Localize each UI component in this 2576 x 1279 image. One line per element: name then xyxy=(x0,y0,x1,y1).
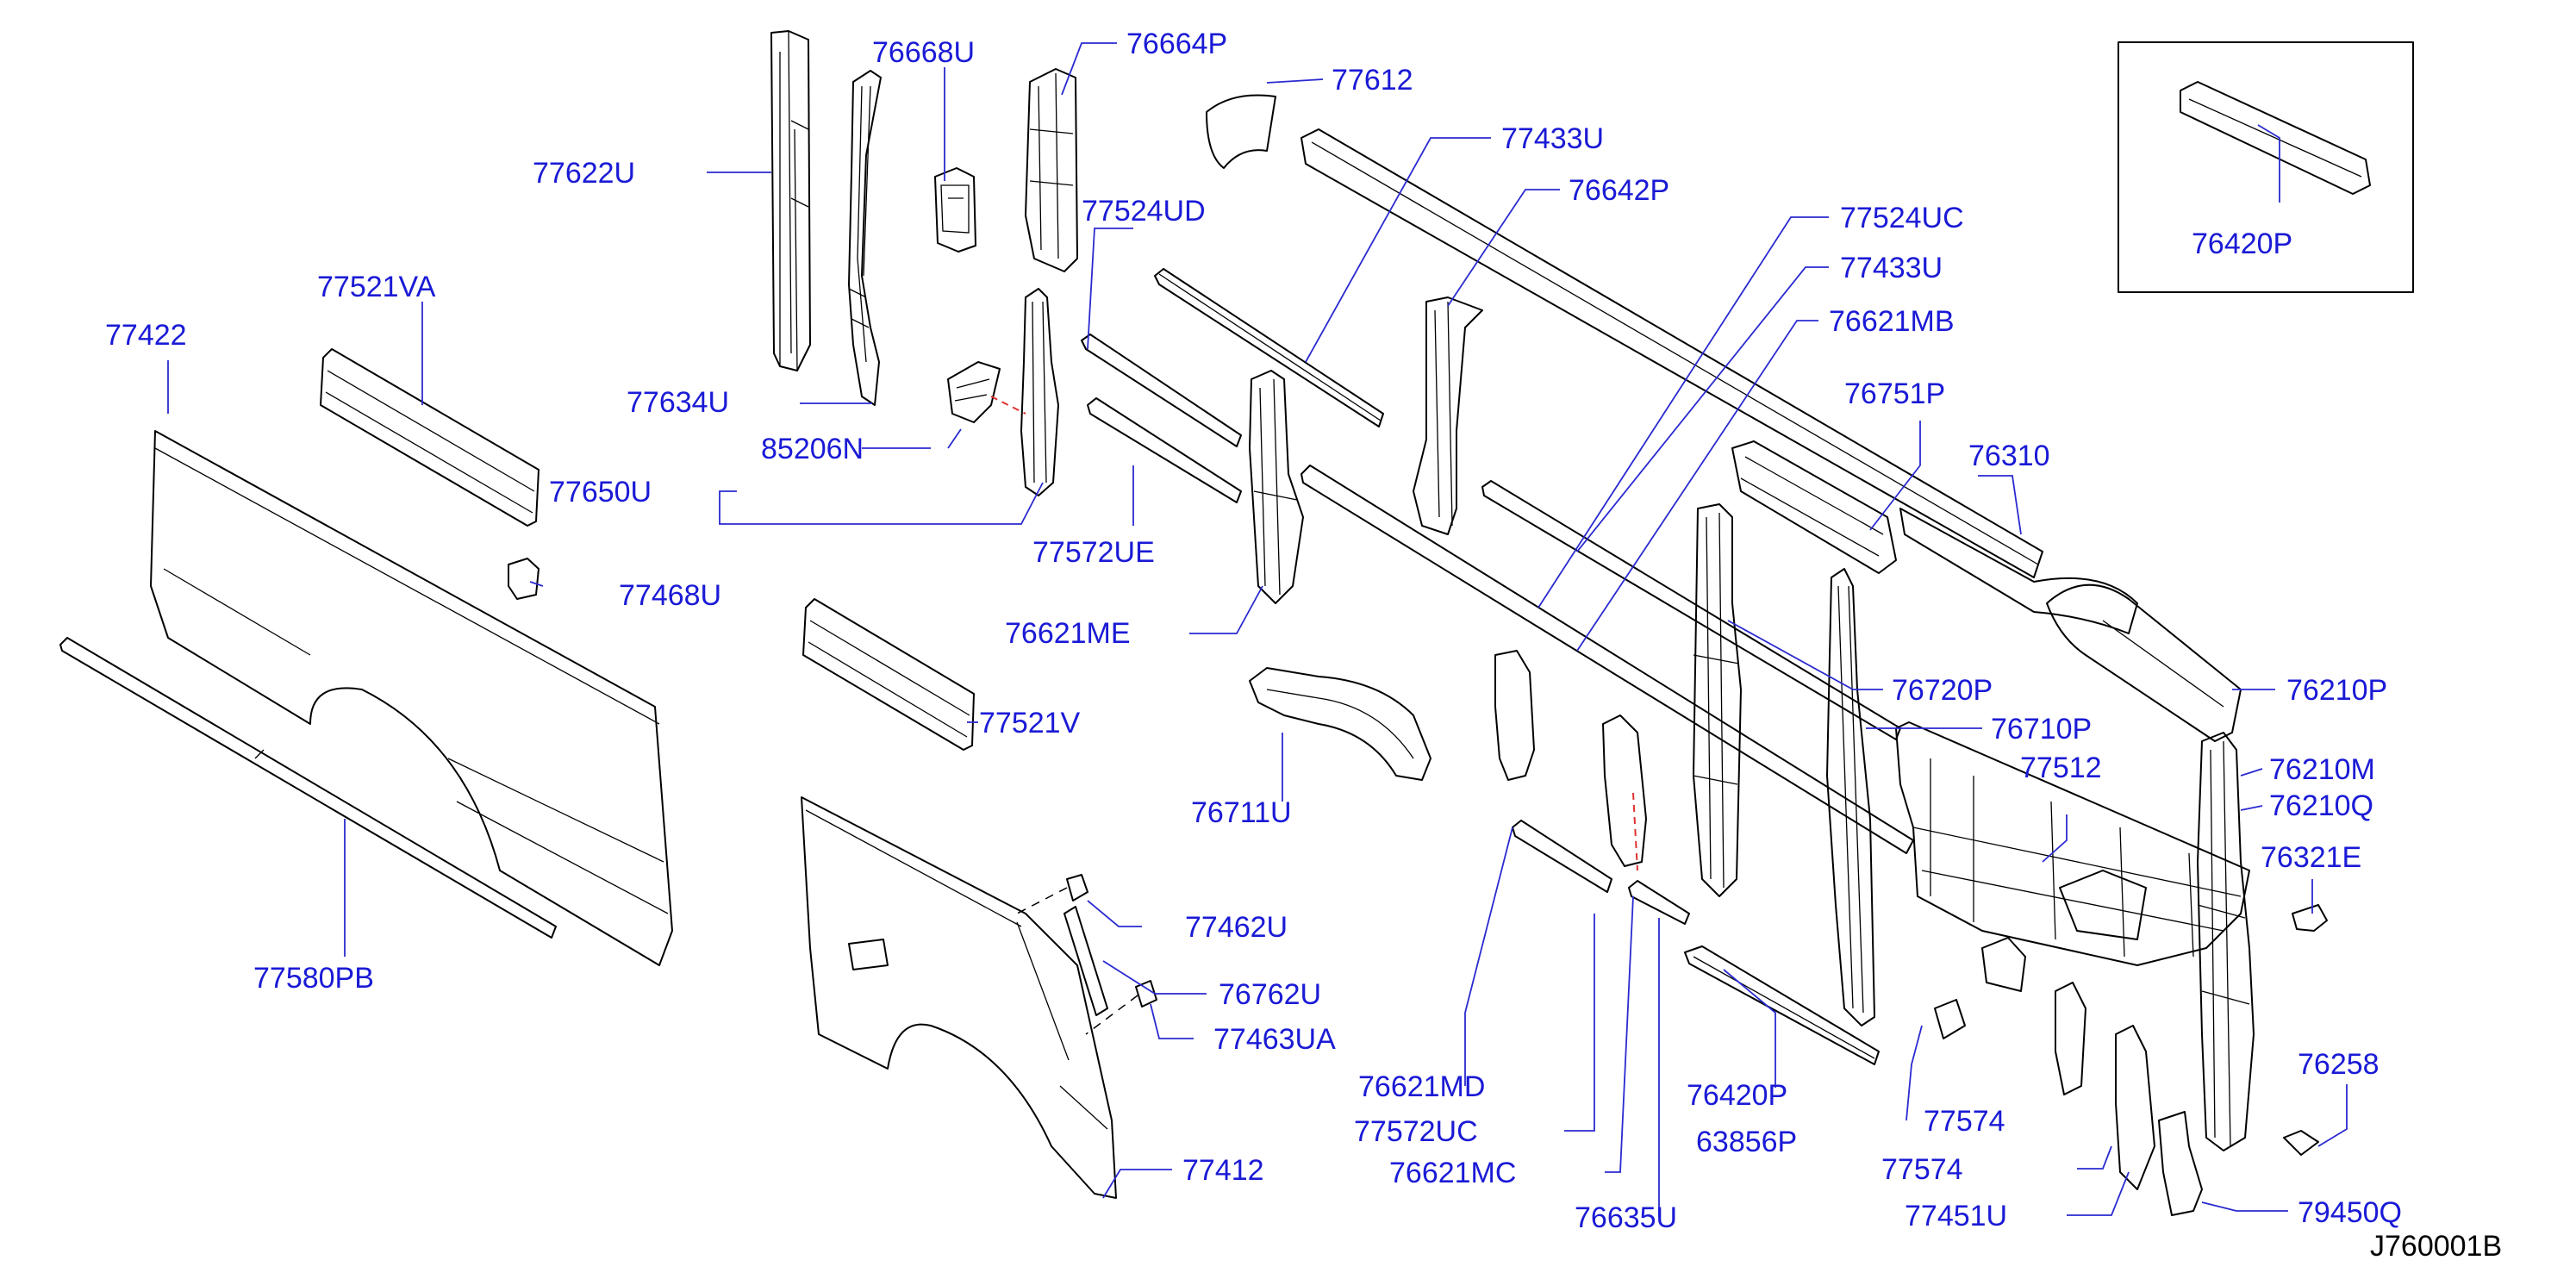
part-label-77451U[interactable]: 77451U xyxy=(1905,1200,2007,1232)
part-label-76720P[interactable]: 76720P xyxy=(1892,674,1993,707)
part-label-76321E[interactable]: 76321E xyxy=(2261,841,2361,874)
part-label-76210P[interactable]: 76210P xyxy=(2286,674,2387,707)
part-label-77524UD[interactable]: 77524UD xyxy=(1082,195,1206,228)
inset-part-label-76420P[interactable]: 76420P xyxy=(2192,228,2292,260)
part-label-76621MC[interactable]: 76621MC xyxy=(1389,1157,1516,1189)
part-label-77521V[interactable]: 77521V xyxy=(979,707,1081,739)
part-label-63856P[interactable]: 63856P xyxy=(1696,1126,1797,1158)
part-label-76711U[interactable]: 76711U xyxy=(1191,796,1292,829)
part-label-76210M[interactable]: 76210M xyxy=(2269,753,2375,786)
part-label-85206N[interactable]: 85206N xyxy=(761,433,864,465)
assembly-line-77463UA xyxy=(1085,995,1138,1035)
part-label-77622U[interactable]: 77622U xyxy=(533,157,635,190)
part-76621MC xyxy=(1602,714,1647,867)
part-76664P xyxy=(1025,68,1078,272)
part-label-79450Q[interactable]: 79450Q xyxy=(2298,1196,2402,1229)
part-77524UD xyxy=(1154,268,1384,427)
part-77451U xyxy=(1934,937,2155,1190)
part-label-77463UA[interactable]: 77463UA xyxy=(1213,1023,1336,1056)
part-76621MD xyxy=(1494,650,1535,781)
part-77580PB xyxy=(59,637,557,939)
part-label-77512[interactable]: 77512 xyxy=(2020,752,2102,784)
part-label-76310[interactable]: 76310 xyxy=(1968,440,2050,472)
part-76711U xyxy=(1249,667,1431,781)
part-77572UE xyxy=(1081,334,1242,503)
part-side-rails xyxy=(1300,465,1914,854)
part-77463UA xyxy=(1135,980,1157,1008)
assembly-line-85206N xyxy=(990,396,1026,415)
part-77622U xyxy=(770,30,811,371)
part-label-76210Q[interactable]: 76210Q xyxy=(2269,789,2373,822)
part-label-77612[interactable]: 77612 xyxy=(1332,64,1413,97)
part-label-77468U[interactable]: 77468U xyxy=(619,579,721,612)
part-77521VA xyxy=(320,348,540,527)
part-77634U xyxy=(848,70,882,406)
part-label-77412[interactable]: 77412 xyxy=(1182,1154,1264,1187)
part-label-76635U[interactable]: 76635U xyxy=(1575,1201,1677,1234)
part-76710P xyxy=(1826,568,1875,1026)
part-77468U xyxy=(508,558,540,600)
part-label-77422[interactable]: 77422 xyxy=(105,319,187,352)
part-76668U xyxy=(934,167,976,253)
part-label-76420P[interactable]: 76420P xyxy=(1687,1079,1787,1112)
part-label-76751P[interactable]: 76751P xyxy=(1844,377,1945,410)
part-label-76258[interactable]: 76258 xyxy=(2298,1048,2380,1081)
part-label-77433U-upper[interactable]: 77433U xyxy=(1501,122,1604,155)
part-77422 xyxy=(150,430,673,966)
part-label-76668U[interactable]: 76668U xyxy=(872,36,975,69)
part-label-77634U[interactable]: 77634U xyxy=(627,386,729,419)
part-label-76642P[interactable]: 76642P xyxy=(1569,174,1669,207)
part-77612 xyxy=(1206,94,1276,169)
part-label-77574-lower[interactable]: 77574 xyxy=(1881,1153,1963,1186)
part-76751P xyxy=(1731,440,1897,574)
part-76420P-sill xyxy=(1684,945,1880,1065)
part-label-77580PB[interactable]: 77580PB xyxy=(253,962,374,995)
part-label-76710P[interactable]: 76710P xyxy=(1991,713,2092,746)
part-77512 xyxy=(1895,721,2250,966)
leader-lines xyxy=(167,42,2348,1217)
part-labels: 76668U 76664P 77612 77622U 77433U 76642P… xyxy=(105,28,2502,1263)
part-label-76621MD[interactable]: 76621MD xyxy=(1358,1070,1485,1103)
part-76762U xyxy=(1063,906,1108,1016)
part-85206N xyxy=(947,288,1059,496)
part-76635U xyxy=(1628,880,1690,925)
inset-frame xyxy=(2118,41,2414,293)
part-76720P xyxy=(1693,503,1742,897)
part-label-76621MB[interactable]: 76621MB xyxy=(1829,305,1955,338)
part-76321E xyxy=(2292,904,2328,932)
part-76258 xyxy=(2283,1130,2319,1156)
part-label-76664P[interactable]: 76664P xyxy=(1126,28,1227,60)
part-76642P xyxy=(1413,296,1483,535)
part-label-77462U[interactable]: 77462U xyxy=(1185,911,1288,944)
part-76310 xyxy=(1899,508,2138,634)
part-76621ME xyxy=(1249,370,1304,604)
part-label-77572UE[interactable]: 77572UE xyxy=(1032,536,1155,569)
diagram-reference-code: J760001B xyxy=(2370,1230,2502,1263)
part-roof-rail xyxy=(1300,128,2043,578)
part-label-77574-upper[interactable]: 77574 xyxy=(1924,1105,2005,1138)
part-77572UC xyxy=(1512,820,1612,893)
assembly-line-77462U xyxy=(1016,887,1068,914)
part-76210M xyxy=(2197,732,2255,1151)
part-79450Q xyxy=(2158,1111,2203,1216)
part-label-77572UC[interactable]: 77572UC xyxy=(1354,1115,1478,1148)
part-label-77650U[interactable]: 77650U xyxy=(549,476,652,508)
part-label-77433U-lower[interactable]: 77433U xyxy=(1840,252,1943,284)
part-76420P-inset xyxy=(2180,81,2371,195)
part-label-76762U[interactable]: 76762U xyxy=(1219,978,1321,1011)
part-drawings xyxy=(59,30,2414,1216)
part-77462U xyxy=(1066,874,1088,902)
part-label-76621ME[interactable]: 76621ME xyxy=(1005,617,1131,650)
part-label-77524UC[interactable]: 77524UC xyxy=(1840,202,1964,234)
part-77521V xyxy=(802,598,975,751)
part-77412 xyxy=(801,796,1117,1199)
part-label-77521VA[interactable]: 77521VA xyxy=(317,271,436,303)
assembly-line-76621MC xyxy=(1632,792,1638,871)
